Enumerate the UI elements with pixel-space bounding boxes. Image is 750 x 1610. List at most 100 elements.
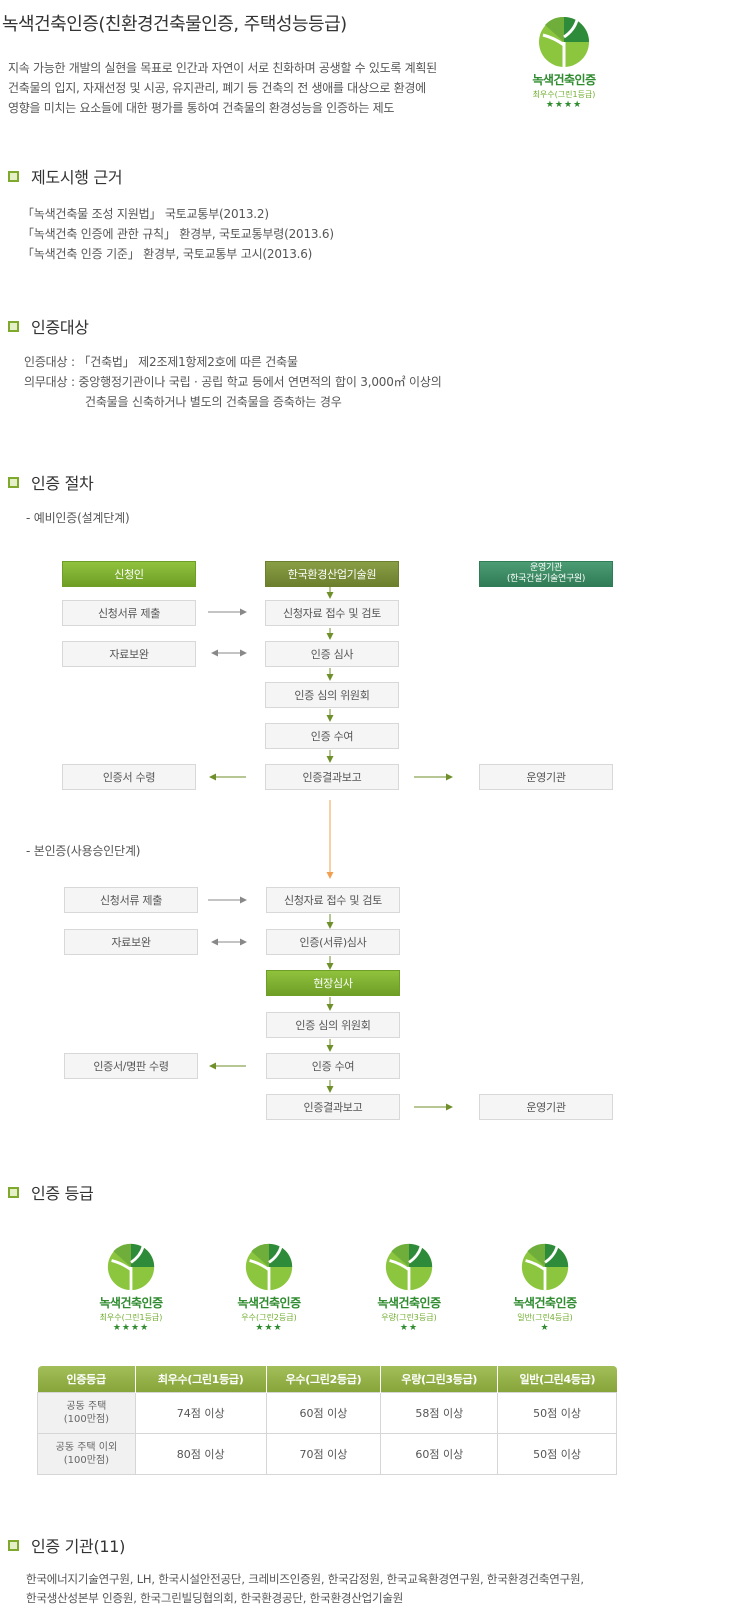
badge-name: 녹색건축인증 — [513, 1296, 577, 1310]
operator-title: 운영기관 — [530, 563, 562, 573]
row-label-sub: (100만점) — [63, 1413, 110, 1425]
table-header: 최우수(그린1등급) — [134, 1366, 267, 1392]
target-line: 건축물을 신축하거나 별도의 건축물을 증축하는 경우 — [85, 395, 342, 409]
section-heading-basis: 제도시행 근거 — [0, 164, 123, 188]
badge-grade: 최우수(그린1등급) — [99, 1313, 163, 1322]
flow-node-receive: 신청자료 접수 및 검토 — [266, 887, 400, 913]
badge-grade: 우수(그린2등급) — [241, 1313, 297, 1322]
table-row-label: 공동 주택 이외 (100만점) — [37, 1432, 136, 1475]
badge-stars: ★★ — [399, 1323, 419, 1333]
table-header-row: 인증등급 최우수(그린1등급) 우수(그린2등급) 우량(그린3등급) 일반(그… — [37, 1366, 617, 1392]
target-text: 인증대상 : 「건축법」 제2조제1항제2호에 따른 건축물 의무대상 : 중앙… — [24, 352, 442, 412]
grade-table: 인증등급 최우수(그린1등급) 우수(그린2등급) 우량(그린3등급) 일반(그… — [37, 1366, 617, 1475]
section-title: 인증 기관(11) — [31, 1537, 126, 1556]
flow-node-cert-receive: 인증서/명판 수령 — [64, 1053, 198, 1079]
pre-certification-label: - 예비인증(설계단계) — [26, 511, 130, 525]
table-header: 일반(그린4등급) — [497, 1366, 617, 1392]
section-heading-agencies: 인증 기관(11) — [0, 1533, 125, 1557]
flow-node-applicant: 신청인 — [62, 561, 196, 587]
flow-node-site-inspection: 현장심사 — [266, 970, 400, 996]
target-line: 의무대상 : 중앙행정기관이나 국립 · 공립 학교 등에서 연면적의 합이 3… — [24, 375, 442, 389]
table-cell: 60점 이상 — [380, 1432, 499, 1475]
section-title: 인증 절차 — [31, 474, 94, 493]
green-building-logo-icon — [539, 16, 589, 67]
badge-grade: 최우수(그린1등급) — [532, 90, 596, 99]
table-cell: 70점 이상 — [265, 1432, 382, 1475]
flow-node-review: 인증 심사 — [265, 641, 399, 667]
badge-grade: 일반(그린4등급) — [517, 1313, 573, 1322]
hero-certification-badge: 녹색건축인증 최우수(그린1등급) ★★★★ — [514, 15, 614, 110]
flow-node-submit: 신청서류 제출 — [64, 887, 198, 913]
badge-stars: ★★★★ — [112, 1323, 150, 1333]
grade-badge: 녹색건축인증 최우수(그린1등급) ★★★★ — [81, 1242, 181, 1333]
intro-line: 지속 가능한 개발의 실현을 목표로 인간과 자연이 서로 친화하며 공생할 수… — [8, 61, 437, 75]
section-bullet-icon — [8, 1539, 19, 1551]
section-bullet-icon — [8, 1186, 19, 1198]
badge-name: 녹색건축인증 — [377, 1296, 441, 1310]
row-label-sub: (100만점) — [63, 1454, 110, 1466]
table-row-label: 공동 주택 (100만점) — [37, 1391, 136, 1434]
table-cell: 58점 이상 — [380, 1391, 499, 1434]
flow-node-report: 인증결과보고 — [266, 1094, 400, 1120]
flow-node-committee: 인증 심의 위원회 — [266, 1012, 400, 1038]
section-bullet-icon — [8, 170, 19, 182]
section-bullet-icon — [8, 476, 19, 488]
flow-node-supplement: 자료보완 — [62, 641, 196, 667]
target-line: 인증대상 : 「건축법」 제2조제1항제2호에 따른 건축물 — [24, 355, 298, 369]
green-building-logo-icon — [107, 1243, 155, 1291]
flow-node-report: 인증결과보고 — [265, 764, 399, 790]
badge-grade: 우량(그린3등급) — [381, 1313, 437, 1322]
flow-node-award: 인증 수여 — [265, 723, 399, 749]
table-row: 공동 주택 (100만점) 74점 이상 60점 이상 58점 이상 50점 이… — [37, 1391, 617, 1434]
table-cell: 50점 이상 — [497, 1432, 617, 1475]
table-cell: 74점 이상 — [134, 1391, 267, 1434]
flow-node-submit: 신청서류 제출 — [62, 600, 196, 626]
table-header: 우수(그린2등급) — [265, 1366, 381, 1392]
agencies-line: 한국에너지기술연구원, LH, 한국시설안전공단, 크레비즈인증원, 한국감정원… — [26, 1572, 584, 1586]
badge-name: 녹색건축인증 — [237, 1296, 301, 1310]
page-title: 녹색건축인증(친환경건축물인증, 주택성능등급) — [2, 14, 347, 35]
table-row: 공동 주택 이외 (100만점) 80점 이상 70점 이상 60점 이상 50… — [37, 1432, 617, 1475]
flow-node-supplement: 자료보완 — [64, 929, 198, 955]
table-cell: 80점 이상 — [134, 1432, 267, 1475]
flow-node-operator: 운영기관 — [479, 764, 613, 790]
basis-item: 「녹색건축 인증 기준」 환경부, 국토교통부 고시(2013.6) — [22, 247, 313, 261]
section-bullet-icon — [8, 320, 19, 332]
table-header: 인증등급 — [37, 1366, 136, 1392]
intro-line: 건축물의 입지, 자재선정 및 시공, 유지관리, 폐기 등 건축의 전 생애를… — [8, 81, 426, 95]
section-heading-procedure: 인증 절차 — [0, 470, 94, 494]
flow-node-operator: 운영기관 — [479, 1094, 613, 1120]
section-heading-grade: 인증 등급 — [0, 1180, 94, 1204]
badge-name: 녹색건축인증 — [99, 1296, 163, 1310]
badge-stars: ★★★ — [255, 1323, 283, 1333]
green-building-logo-icon — [385, 1243, 433, 1291]
badge-stars: ★★★★ — [545, 100, 583, 110]
flow-node-review: 인증(서류)심사 — [266, 929, 400, 955]
basis-item: 「녹색건축물 조성 지원법」 국토교통부(2013.2) — [22, 207, 269, 221]
operator-subtitle: (한국건설기술연구원) — [506, 574, 586, 584]
intro-line: 영향을 미치는 요소들에 대한 평가를 통하여 건축물의 환경성능을 인증하는 … — [8, 101, 395, 115]
section-title: 제도시행 근거 — [31, 168, 123, 187]
row-label-main: 공동 주택 이외 — [55, 1441, 118, 1453]
flow-node-operator-header: 운영기관 (한국건설기술연구원) — [479, 561, 613, 587]
grade-badge: 녹색건축인증 일반(그린4등급) ★ — [495, 1242, 595, 1333]
table-cell: 60점 이상 — [265, 1391, 382, 1434]
section-heading-target: 인증대상 — [0, 314, 89, 338]
flow-node-receive: 신청자료 접수 및 검토 — [265, 600, 399, 626]
grade-badge: 녹색건축인증 우량(그린3등급) ★★ — [359, 1242, 459, 1333]
agencies-line: 한국생산성본부 인증원, 한국그린빌딩협의회, 한국환경공단, 한국환경산업기술… — [26, 1591, 404, 1605]
green-building-logo-icon — [245, 1243, 293, 1291]
badge-name: 녹색건축인증 — [532, 73, 596, 87]
row-label-main: 공동 주택 — [66, 1400, 107, 1412]
section-title: 인증 등급 — [31, 1184, 94, 1203]
basis-list: 「녹색건축물 조성 지원법」 국토교통부(2013.2) 「녹색건축 인증에 관… — [22, 204, 334, 264]
main-certification-label: - 본인증(사용승인단계) — [26, 844, 141, 858]
flow-node-institute: 한국환경산업기술원 — [265, 561, 399, 587]
table-cell: 50점 이상 — [497, 1391, 617, 1434]
flow-node-award: 인증 수여 — [266, 1053, 400, 1079]
flow-node-cert-receive: 인증서 수령 — [62, 764, 196, 790]
table-header: 우량(그린3등급) — [380, 1366, 498, 1392]
basis-item: 「녹색건축 인증에 관한 규칙」 환경부, 국토교통부령(2013.6) — [22, 227, 334, 241]
badge-stars: ★ — [540, 1323, 550, 1333]
intro-text: 지속 가능한 개발의 실현을 목표로 인간과 자연이 서로 친화하며 공생할 수… — [8, 58, 513, 118]
